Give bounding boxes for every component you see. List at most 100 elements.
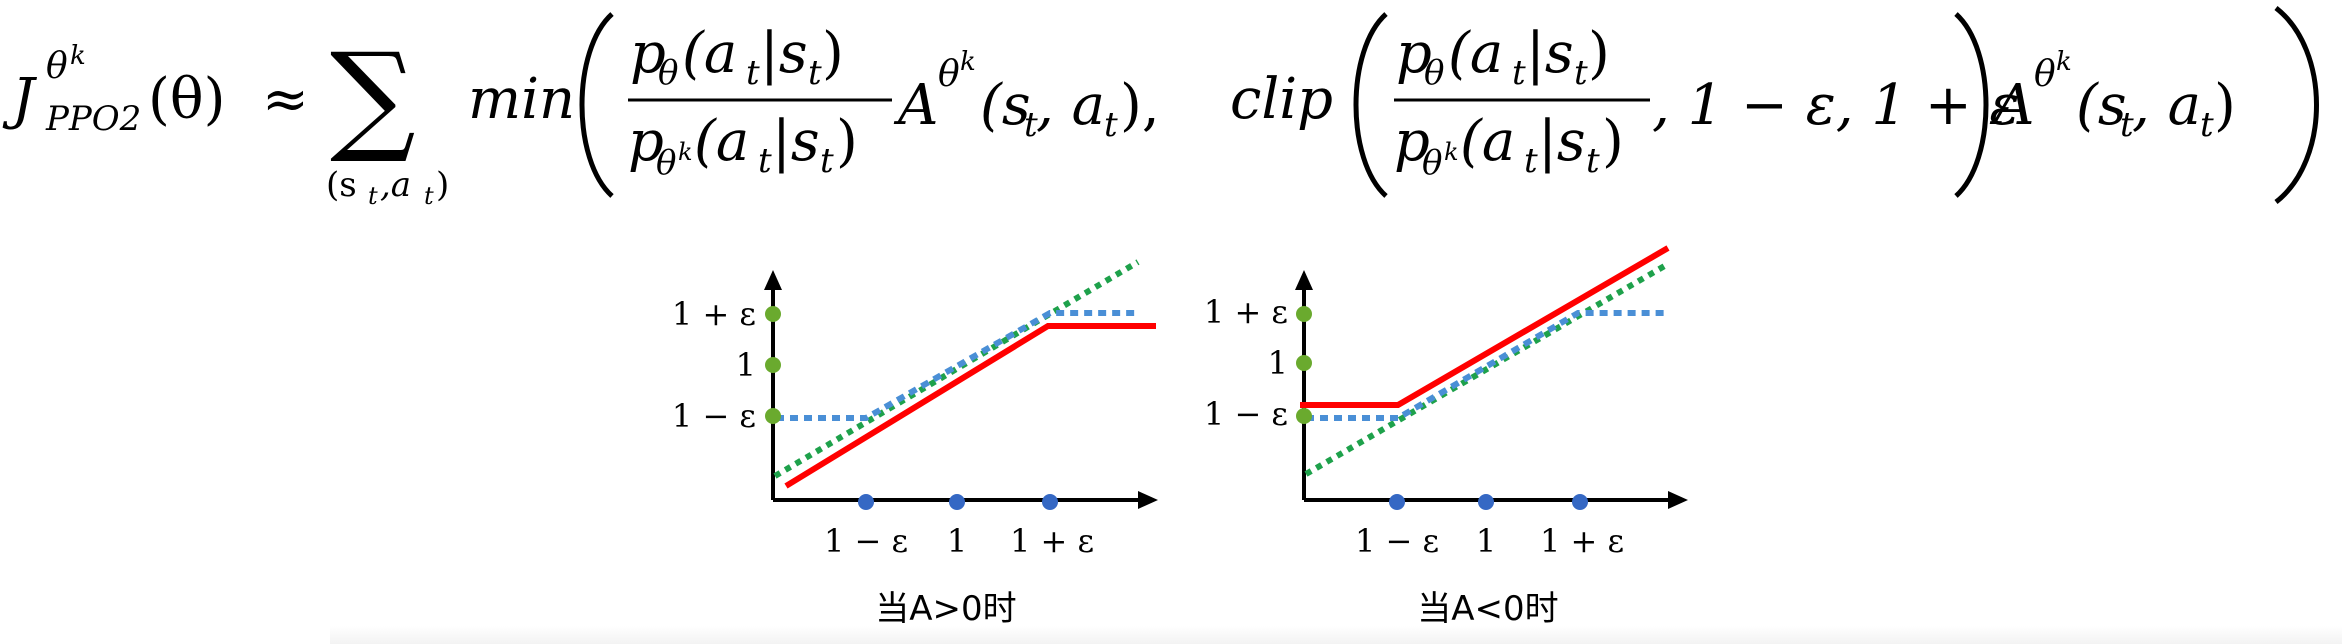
j-sub-ppo2: PPO2 <box>45 99 141 139</box>
min-word: min <box>468 67 575 132</box>
adv2-args-mid: , a <box>2132 73 2201 138</box>
left-red-min-line <box>784 323 1156 489</box>
frac2-den-p: p <box>1394 109 1430 174</box>
frac2-den-a: (a <box>1460 109 1515 174</box>
left-x-tick-1me: 1 − ε <box>824 522 908 560</box>
chart-right: 1 + ε 1 1 − ε 1 − ε 1 1 + ε 当A<0时 <box>1204 245 1688 629</box>
clip-right-paren <box>1954 12 1989 198</box>
frac2-num-a: (a <box>1448 21 1503 86</box>
frac1-num-p: p <box>630 21 666 86</box>
right-x-marker-1me <box>1389 494 1405 510</box>
left-y-tick-1: 1 <box>736 346 756 384</box>
right-y-tick-1: 1 <box>1268 344 1288 382</box>
right-y-tick-1pe: 1 + ε <box>1204 293 1288 331</box>
frac1-den-t2: t <box>820 141 834 181</box>
frac1-den-bar-s: |s <box>772 109 820 174</box>
frac1-den-close: ) <box>836 109 858 174</box>
frac2-den-close: ) <box>1602 109 1624 174</box>
right-y-marker-1pe <box>1296 306 1312 322</box>
right-y-tick-1me: 1 − ε <box>1204 395 1288 433</box>
left-y-marker-1me <box>765 408 781 424</box>
adv1-args-open: (s <box>980 73 1031 138</box>
frac2-den-t: t <box>1524 141 1538 181</box>
frac2-num-t2: t <box>1574 53 1588 93</box>
adv1-A: A <box>893 73 938 138</box>
adv2-t: t <box>2120 105 2134 145</box>
frac2-den-t2: t <box>1586 141 1600 181</box>
frac1-num-a: (a <box>682 21 737 86</box>
fraction-2: p θ (a t |s t ) p θ k (a t |s t ) <box>1394 21 1650 183</box>
frac1-num-theta: θ <box>658 53 678 93</box>
adv2-theta: θ <box>2034 54 2056 95</box>
left-x-marker-1pe <box>1042 494 1058 510</box>
j-symbol: J <box>2 67 38 132</box>
chart-left: 1 + ε 1 1 − ε 1 − ε 1 1 + ε 当A>0时 <box>672 259 1158 629</box>
frac1-num-bar-s: |s <box>760 21 808 86</box>
left-x-tick-1pe: 1 + ε <box>1010 522 1094 560</box>
adv1-t2: t <box>1104 105 1118 145</box>
frac1-den-k: k <box>678 138 693 166</box>
adv2-k: k <box>2056 47 2072 77</box>
left-blue-clip-line <box>776 310 1140 421</box>
right-x-tick-1pe: 1 + ε <box>1540 522 1624 560</box>
lhs-arg: (θ) <box>148 67 225 132</box>
frac2-den-theta: θ <box>1422 143 1442 183</box>
sum-under-open: (s <box>326 165 357 205</box>
clip-rest: , 1 − ε, 1 + ε <box>1652 73 2020 138</box>
adv1-args-close: ), <box>1120 73 1160 138</box>
adv2-args-open: (s <box>2076 73 2127 138</box>
frac2-num-t: t <box>1512 53 1526 93</box>
frac1-den-a: (a <box>694 109 749 174</box>
right-x-tick-1me: 1 − ε <box>1355 522 1439 560</box>
left-y-tick-1pe: 1 + ε <box>672 295 756 333</box>
adv1-t: t <box>1024 105 1038 145</box>
frac1-num-t2: t <box>808 53 822 93</box>
frac2-den-bar-s: |s <box>1538 109 1586 174</box>
right-red-min-line <box>1300 245 1670 408</box>
right-y-marker-1 <box>1296 355 1312 371</box>
frac1-den-p: p <box>628 109 664 174</box>
frac2-num-bar-s: |s <box>1526 21 1574 86</box>
right-x-marker-1 <box>1478 494 1494 510</box>
adv2-args-close: ) <box>2214 73 2236 138</box>
left-y-tick-1me: 1 − ε <box>672 397 756 435</box>
right-blue-clip-line <box>1306 310 1668 421</box>
approx-sign: ≈ <box>262 67 309 132</box>
left-y-arrow <box>764 270 782 290</box>
right-x-tick-1: 1 <box>1476 522 1496 560</box>
min-right-paren <box>2274 6 2319 204</box>
bottom-fade <box>330 626 2342 644</box>
sum-under-close: ) <box>436 165 449 205</box>
adv2-A: A <box>1989 73 2034 138</box>
right-y-marker-1me <box>1296 408 1312 424</box>
frac2-num-close: ) <box>1588 21 1610 86</box>
adv1-theta: θ <box>938 54 960 95</box>
clip-word: clip <box>1230 67 1333 132</box>
left-y-marker-1pe <box>765 306 781 322</box>
left-green-ratio-line <box>773 259 1140 479</box>
left-x-tick-1: 1 <box>947 522 967 560</box>
j-sup-k: k <box>70 41 86 71</box>
frac2-num-theta: θ <box>1424 53 1444 93</box>
clip-left-paren <box>1353 12 1388 198</box>
left-caption: 当A>0时 <box>875 589 1016 629</box>
adv1-args-mid: , a <box>1036 73 1105 138</box>
frac1-den-t: t <box>758 141 772 181</box>
right-green-ratio-line <box>1304 261 1670 477</box>
left-x-marker-1 <box>949 494 965 510</box>
left-x-arrow <box>1138 491 1158 509</box>
right-x-marker-1pe <box>1572 494 1588 510</box>
left-y-marker-1 <box>765 357 781 373</box>
frac1-num-close: ) <box>822 21 844 86</box>
right-x-arrow <box>1668 491 1688 509</box>
sum-sign: ∑ <box>330 28 416 167</box>
frac1-den-theta: θ <box>656 143 676 183</box>
adv1-k: k <box>960 47 976 77</box>
min-left-paren <box>579 12 614 198</box>
left-x-marker-1me <box>858 494 874 510</box>
adv2-t2: t <box>2200 105 2214 145</box>
sum-under-t2: t <box>424 182 434 210</box>
frac1-num-t: t <box>746 53 760 93</box>
fraction-1: p θ (a t |s t ) p θ k (a t |s t ) <box>628 21 892 183</box>
